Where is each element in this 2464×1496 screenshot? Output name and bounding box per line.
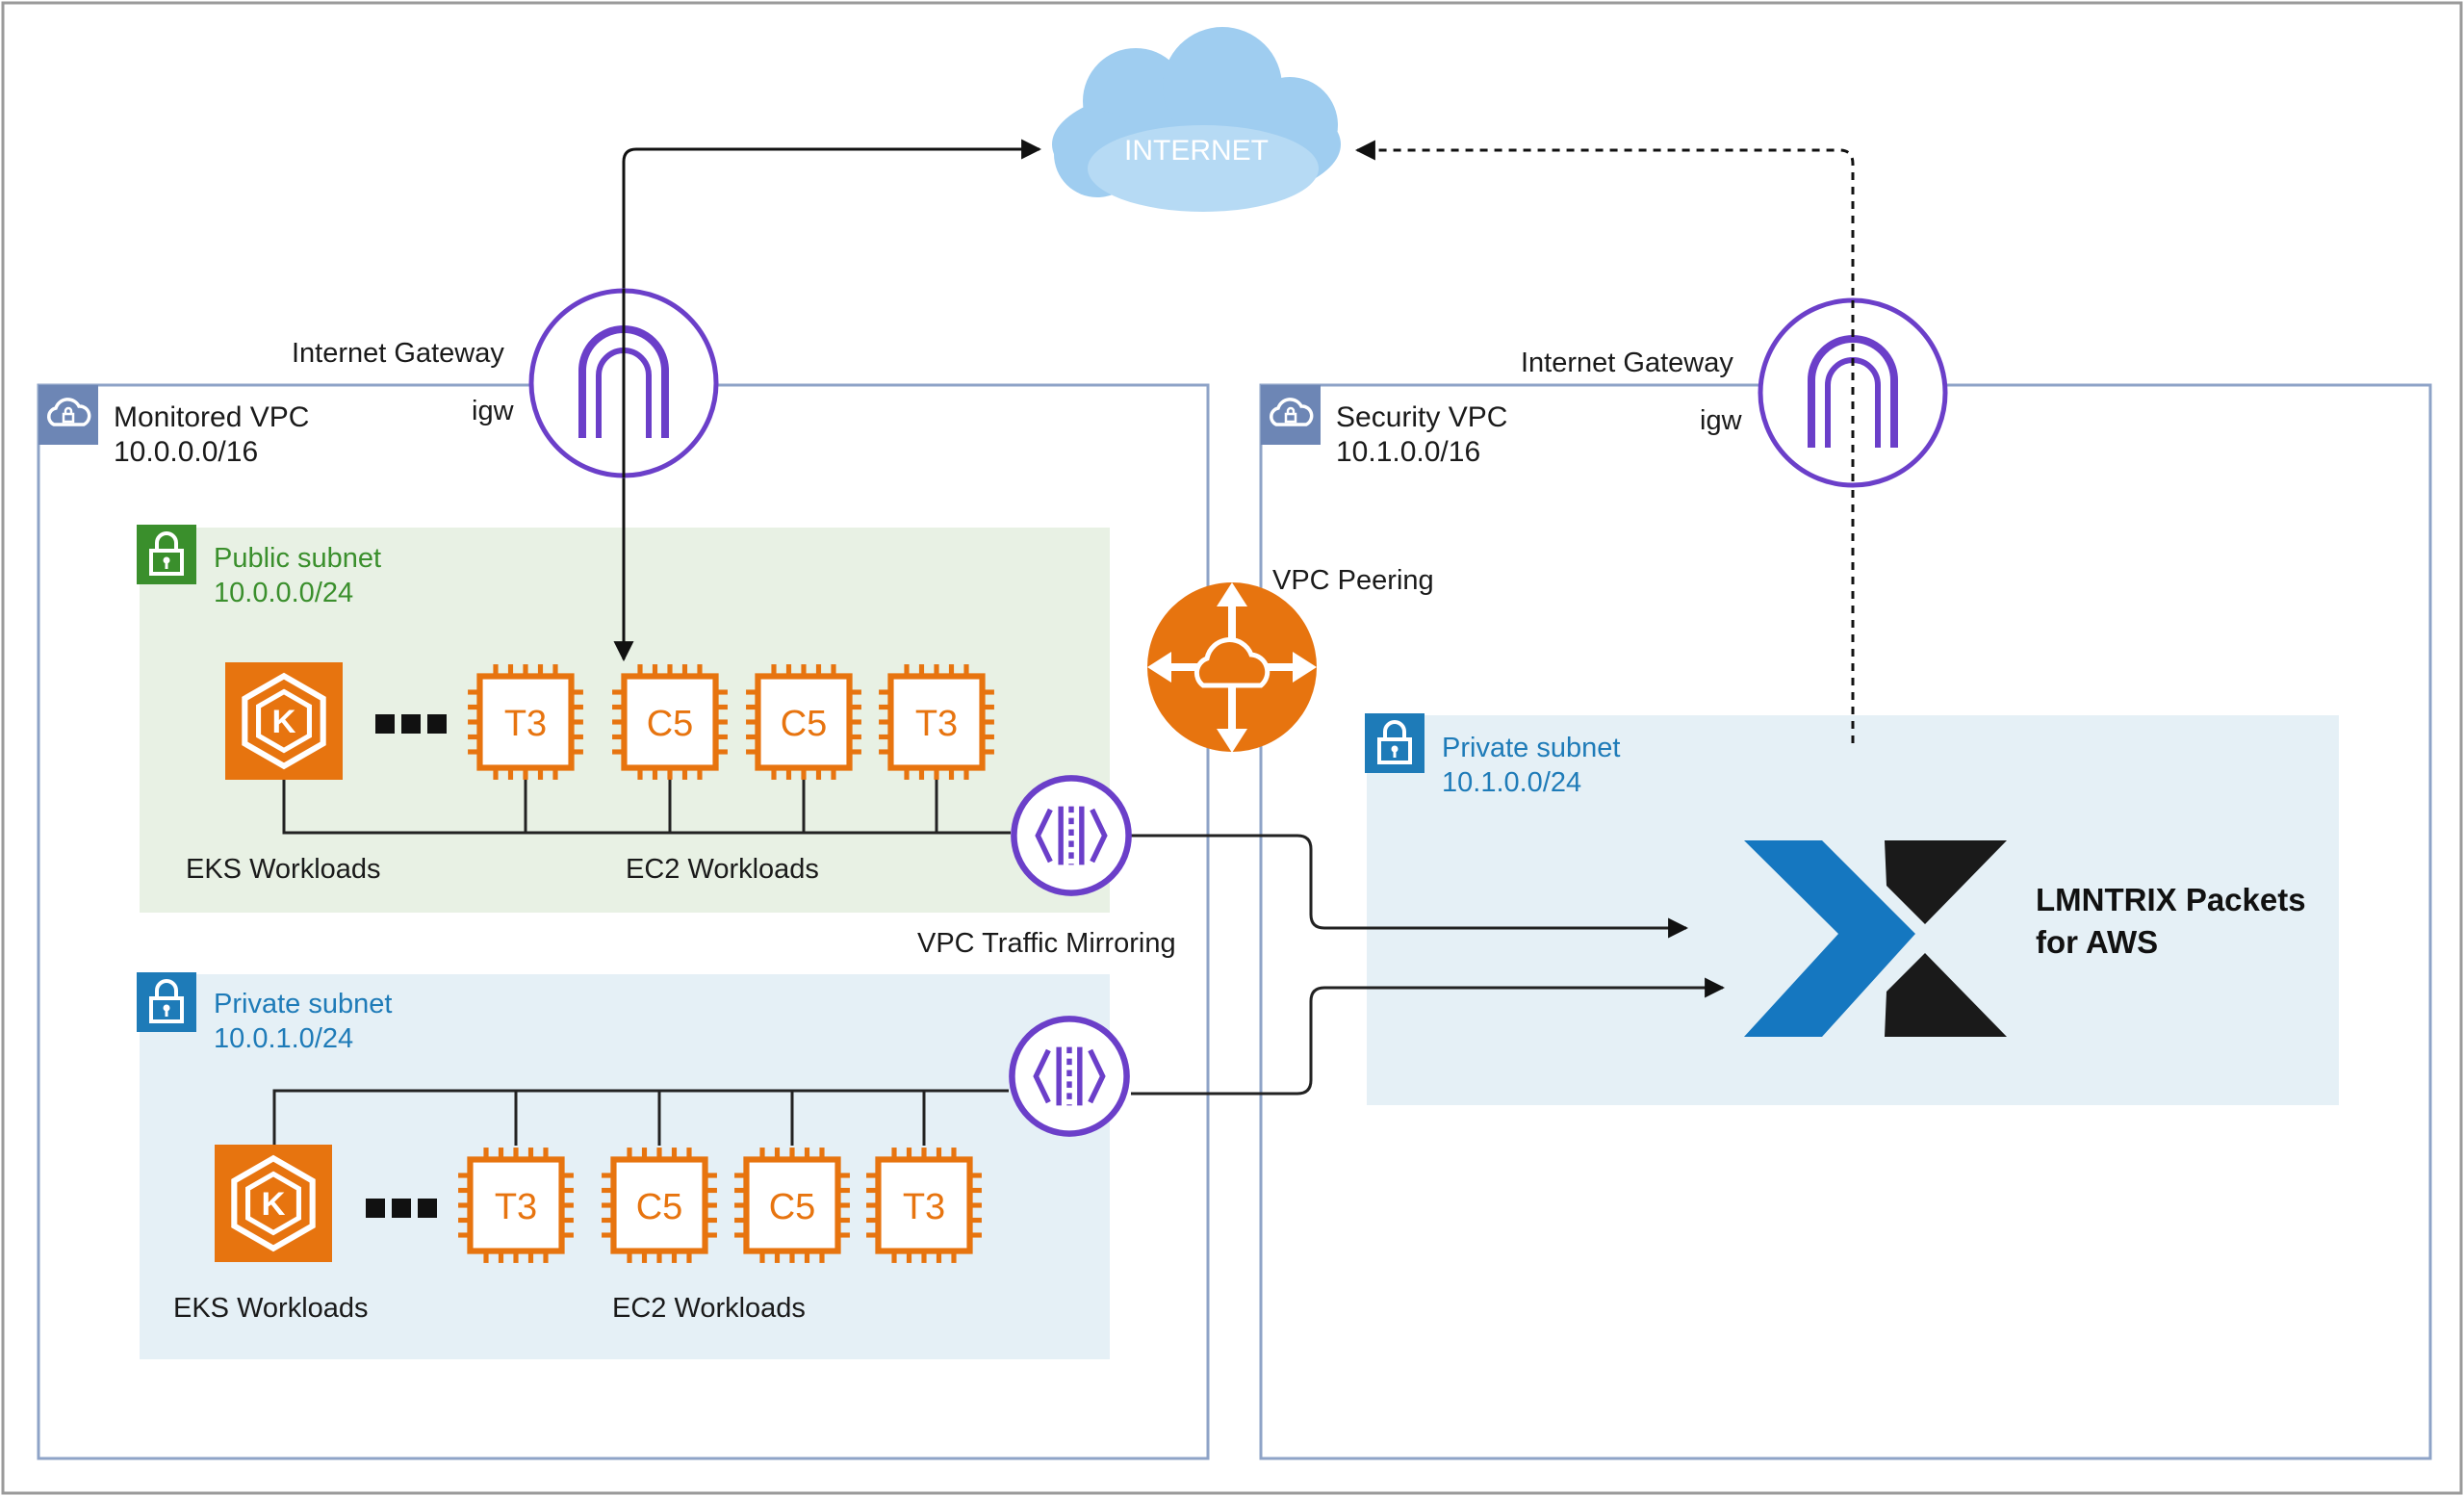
security-vpc-icon [1261,385,1321,445]
security-private-subnet-lock-icon [1365,713,1424,773]
private-ellipsis-icon [366,1199,437,1218]
vpc-peering-icon [1147,582,1317,753]
monitored-igw-label: Internet Gateway [292,338,504,369]
public-ec2-label: EC2 Workloads [626,854,819,885]
mirror-flow-private [1131,977,1726,1096]
public-ec2-instances: T3 C5 C5 T3 [468,664,994,780]
lmntrix-logo [1744,840,2007,1037]
public-ellipsis-icon [375,714,447,734]
public-eks-icon [225,662,343,780]
monitored-private-subnet-cidr: 10.0.1.0/24 [214,1023,353,1054]
instance-type-label: C5 [636,1187,683,1227]
private-ec2-instances: T3 C5 C5 T3 [458,1148,982,1263]
monitored-vpc-cidr: 10.0.0.0/16 [114,436,258,468]
private-eks-icon [215,1145,332,1262]
private-eks-label: EKS Workloads [173,1293,369,1324]
ec2-instance-chip: C5 [734,1148,850,1263]
traffic-mirroring-public-icon [1014,778,1128,892]
vpc-peering-label: VPC Peering [1272,565,1434,596]
private-ec2-label: EC2 Workloads [612,1293,806,1324]
instance-type-label: C5 [647,704,694,744]
traffic-mirroring-label: VPC Traffic Mirroring [917,928,1176,959]
instance-type-label: T3 [915,704,958,744]
ec2-instance-chip: T3 [468,664,583,780]
public-subnet-name: Public subnet [214,543,381,574]
monitored-private-subnet-lock-icon [137,972,196,1032]
ec2-instance-chip: C5 [612,664,728,780]
private-subnet-bus [272,1089,1009,1146]
monitored-igw-short: igw [472,396,515,426]
monitored-private-subnet-name: Private subnet [214,989,392,1019]
security-igw-label: Internet Gateway [1521,348,1733,378]
instance-type-label: C5 [781,704,828,744]
mirror-flow-public [1131,834,1689,939]
public-eks-label: EKS Workloads [186,854,381,885]
public-subnet-bus [282,778,1011,835]
ec2-instance-chip: C5 [746,664,861,780]
ec2-instance-chip: T3 [879,664,994,780]
ec2-instance-chip: C5 [602,1148,717,1263]
lmntrix-label-line2: for AWS [2036,924,2158,960]
internet-flow-security [1354,140,1855,743]
security-private-subnet-cidr: 10.1.0.0/24 [1442,767,1581,798]
instance-type-label: T3 [495,1187,537,1227]
public-subnet-lock-icon [137,525,196,584]
internet-flow-monitored [622,139,1042,650]
instance-type-label: T3 [903,1187,945,1227]
security-private-subnet-name: Private subnet [1442,733,1620,763]
ec2-instance-chip: T3 [458,1148,574,1263]
traffic-mirroring-private-icon [1012,1019,1126,1133]
monitored-vpc-icon [38,385,98,445]
public-subnet-cidr: 10.0.0.0/24 [214,578,353,608]
lmntrix-label-line1: LMNTRIX Packets [2036,882,2306,917]
ec2-instance-chip: T3 [866,1148,982,1263]
instance-type-label: T3 [504,704,547,744]
monitored-vpc-name: Monitored VPC [114,401,309,433]
security-vpc-cidr: 10.1.0.0/16 [1336,436,1480,468]
instance-type-label: C5 [769,1187,816,1227]
security-igw-short: igw [1700,405,1743,436]
internet-cloud [1052,27,1341,212]
internet-label: INTERNET [1124,135,1269,167]
security-vpc-name: Security VPC [1336,401,1507,433]
